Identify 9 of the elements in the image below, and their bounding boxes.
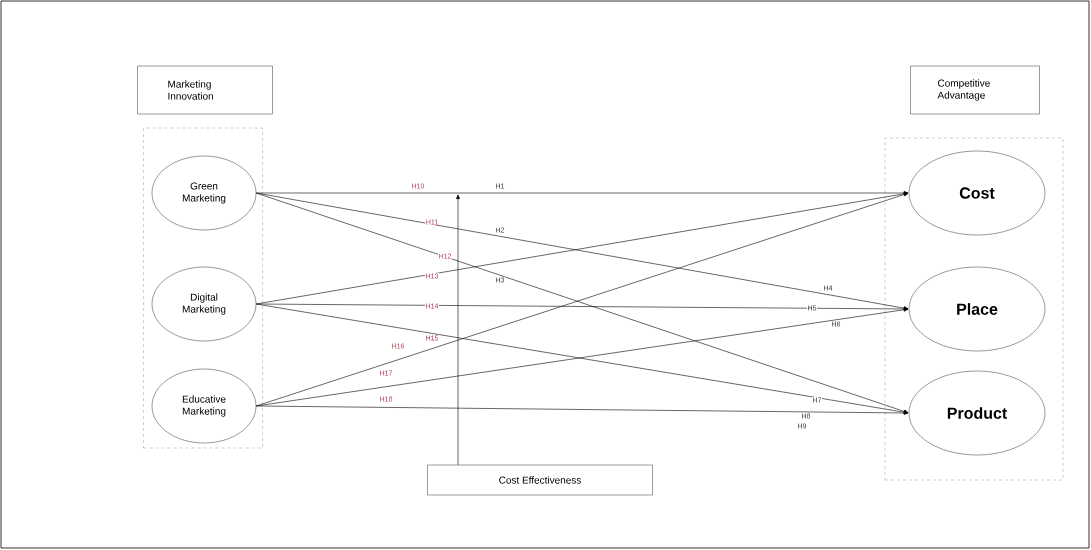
label-box: Competitive Advantage <box>910 65 1040 115</box>
arrow <box>255 405 909 415</box>
label-box: Marketing Innovation <box>137 65 273 115</box>
arrow <box>456 194 460 466</box>
arrow <box>255 191 909 195</box>
label-box: Cost Effectiveness <box>427 464 653 496</box>
dashed-group-box <box>143 127 263 449</box>
arrow <box>255 303 909 311</box>
dashed-group-box <box>884 137 1064 481</box>
